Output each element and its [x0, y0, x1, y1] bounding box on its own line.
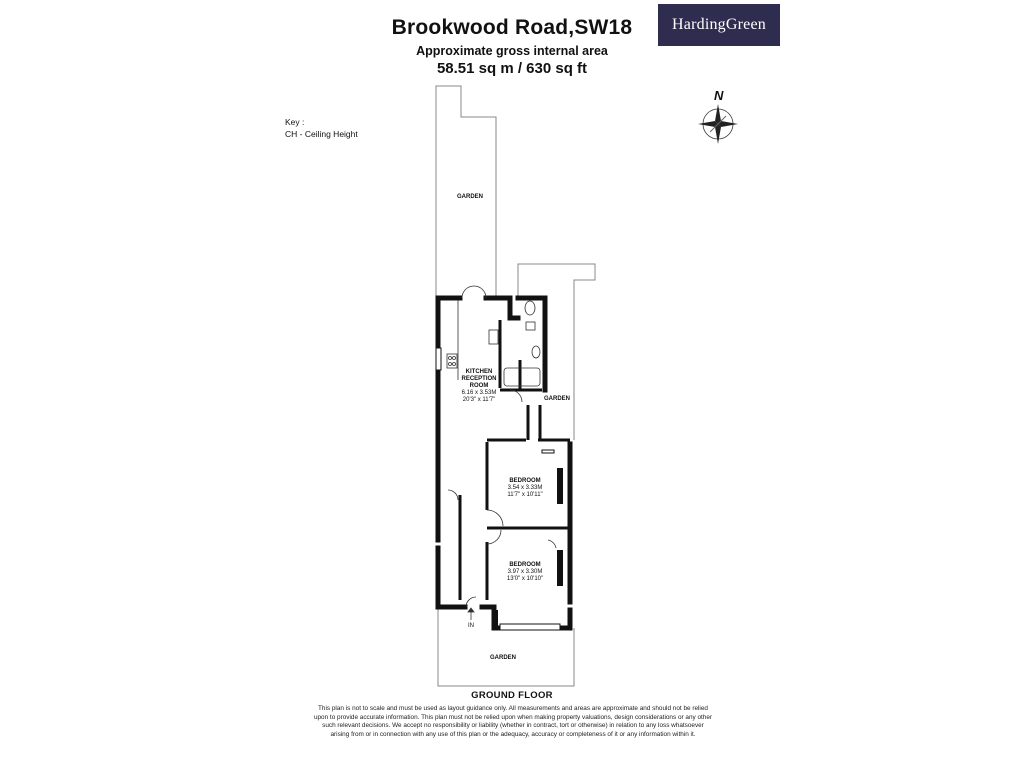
kitchen-imperial: 20'3" x 11'7"	[463, 397, 495, 403]
compass-icon	[698, 104, 738, 144]
brand-logo: HardingGreen	[658, 4, 780, 46]
side-garden-label: GARDEN	[544, 396, 570, 402]
kitchen-metric: 6.16 x 3.53M	[462, 390, 497, 396]
kitchen-fixtures	[446, 300, 499, 380]
gross-area: 58.51 sq m / 630 sq ft	[436, 60, 588, 77]
entrance-label: IN	[468, 623, 474, 629]
front-garden-label: GARDEN	[490, 655, 516, 661]
disclaimer-text: This plan is not to scale and must be us…	[313, 705, 713, 738]
bay-pier	[492, 610, 498, 628]
key-heading: Key :	[285, 117, 305, 127]
key-legend: Key : CH - Ceiling Height	[285, 116, 358, 140]
chimney-breast	[557, 550, 563, 586]
kitchen-name-line3: ROOM	[470, 383, 489, 389]
bedroom2-metric: 3.97 x 3.30M	[508, 569, 543, 575]
bedroom2-name: BEDROOM	[509, 562, 540, 568]
bedroom1-imperial: 11'7" x 10'11"	[507, 492, 542, 498]
bedroom1-name: BEDROOM	[509, 478, 540, 484]
kitchen-name-line2: RECEPTION	[461, 376, 496, 382]
front-garden-outline	[437, 607, 575, 687]
kitchen-name-line1: KITCHEN	[466, 369, 493, 375]
windows	[435, 347, 561, 631]
rear-garden-label: GARDEN	[457, 194, 483, 200]
plan-title: Brookwood Road,SW18	[391, 16, 633, 39]
side-garden-outline	[517, 263, 596, 440]
internal-walls	[458, 320, 570, 600]
bathroom-fixtures	[503, 300, 541, 387]
floor-label: GROUND FLOOR	[471, 690, 553, 701]
bedroom2-imperial: 13'0" x 10'10"	[507, 576, 543, 582]
doors	[447, 285, 557, 608]
key-item: CH - Ceiling Height	[285, 129, 358, 139]
rear-garden-outline	[435, 85, 497, 298]
bedroom1-metric: 3.54 x 3.33M	[508, 485, 543, 491]
chimney-breast	[557, 468, 563, 504]
plan-subtitle: Approximate gross internal area	[416, 44, 608, 58]
entrance-arrow-icon	[467, 607, 475, 620]
compass-north-label: N	[714, 88, 724, 103]
